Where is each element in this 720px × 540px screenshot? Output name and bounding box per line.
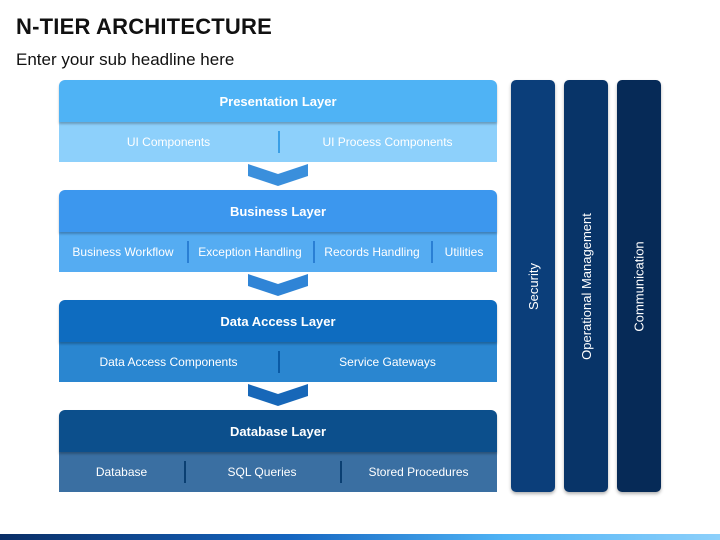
component-utilities: Utilities [431,232,497,272]
chevron-down-icon [248,164,308,186]
chevron-down-icon [248,384,308,406]
business-layer-title: Business Layer [59,190,497,232]
pillar-security: Security [511,80,555,492]
pillar-communication: Communication [617,80,661,492]
component-exception-handling: Exception Handling [187,232,313,272]
business-layer: Business Layer Business Workflow Excepti… [59,190,497,272]
chevron-down-icon [248,274,308,296]
component-sql-queries: SQL Queries [184,452,340,492]
presentation-layer-components: UI Components UI Process Components [59,122,497,162]
pillar-security-label: Security [525,262,541,310]
presentation-layer: Presentation Layer UI Components UI Proc… [59,80,497,162]
pillar-communication-label: Communication [631,240,647,332]
footer-bar [0,534,720,540]
component-ui-components: UI Components [126,135,211,149]
component-business-workflow: Business Workflow [72,245,174,259]
database-layer: Database Layer Database SQL Queries Stor… [59,410,497,492]
presentation-layer-title: Presentation Layer [59,80,497,122]
business-layer-components: Business Workflow Exception Handling Rec… [59,232,497,272]
database-layer-title: Database Layer [59,410,497,452]
data-access-layer: Data Access Layer Data Access Components… [59,300,497,382]
pillar-operational-management-label: Operational Management [578,212,594,360]
page-title: N-TIER ARCHITECTURE [16,14,272,39]
data-access-layer-title: Data Access Layer [59,300,497,342]
component-service-gateways: Service Gateways [278,342,497,382]
component-data-access-components: Data Access Components [99,355,238,369]
data-access-layer-components: Data Access Components Service Gateways [59,342,497,382]
component-database: Database [95,465,148,479]
component-stored-procedures: Stored Procedures [340,452,497,492]
pillar-operational-management: Operational Management [564,80,608,492]
page-subtitle: Enter your sub headline here [16,50,235,69]
component-ui-process-components: UI Process Components [278,122,497,162]
database-layer-components: Database SQL Queries Stored Procedures [59,452,497,492]
component-records-handling: Records Handling [313,232,431,272]
